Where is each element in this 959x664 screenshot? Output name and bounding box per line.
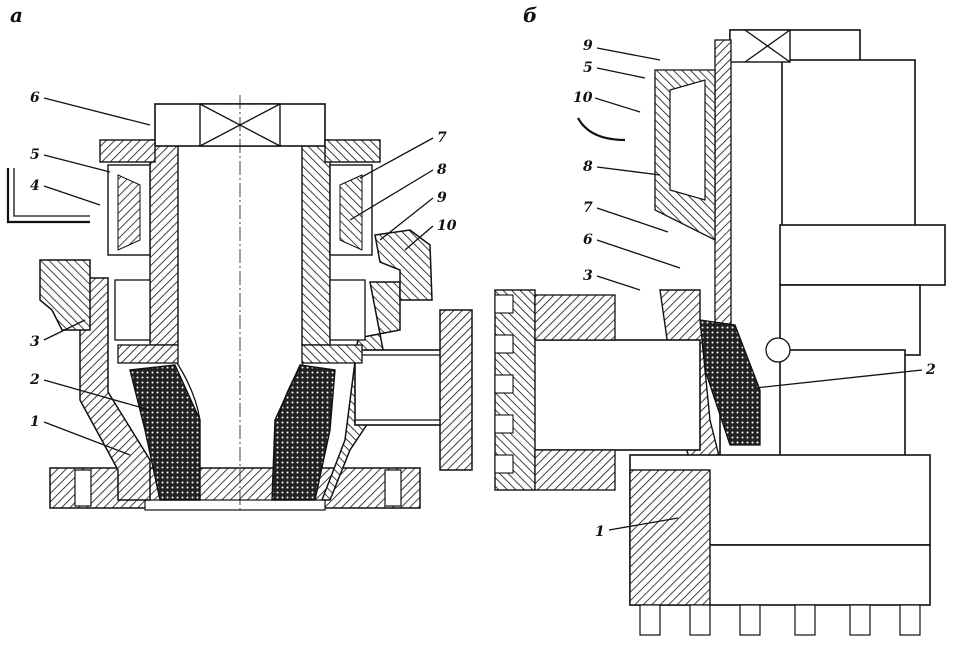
callout-a-7: 7: [359, 130, 447, 179]
callout-a-1: 1: [30, 414, 131, 456]
panel-b: б: [494, 3, 946, 636]
callout-a-2: 2: [29, 372, 151, 411]
callout-b-1: 1: [595, 517, 679, 540]
svg-text:5: 5: [583, 60, 593, 76]
callout-b-8: 8: [583, 159, 661, 176]
panel-a: а: [6, 3, 473, 511]
svg-text:3: 3: [583, 268, 593, 284]
assembly-a-drawing: [6, 95, 473, 511]
svg-text:2: 2: [925, 362, 936, 378]
callout-a-6: 6: [30, 90, 151, 126]
svg-text:6: 6: [583, 232, 593, 248]
svg-text:1: 1: [595, 524, 605, 540]
callout-a-5: 5: [30, 147, 111, 173]
svg-text:8: 8: [583, 159, 593, 175]
callout-b-7: 7: [583, 200, 669, 233]
svg-text:5: 5: [30, 147, 40, 163]
callout-b-10: 10: [573, 90, 641, 113]
panel-a-label: а: [10, 3, 23, 27]
svg-text:7: 7: [583, 200, 593, 216]
svg-text:7: 7: [437, 130, 447, 146]
callout-b-5: 5: [583, 60, 646, 79]
callout-a-4: 4: [30, 178, 101, 206]
svg-text:9: 9: [437, 190, 447, 206]
callout-a-10: 10: [404, 218, 457, 251]
svg-text:9: 9: [583, 38, 593, 54]
svg-text:4: 4: [30, 178, 40, 194]
svg-text:8: 8: [437, 162, 447, 178]
callout-a-8: 8: [349, 162, 447, 221]
callout-a-9: 9: [379, 190, 447, 241]
svg-text:3: 3: [30, 334, 40, 350]
svg-text:10: 10: [437, 218, 457, 234]
callout-b-6: 6: [583, 232, 681, 269]
svg-text:10: 10: [573, 90, 593, 106]
panel-b-label: б: [523, 3, 537, 27]
svg-text:2: 2: [29, 372, 40, 388]
svg-text:6: 6: [30, 90, 40, 106]
callout-b-9: 9: [583, 38, 661, 61]
callout-b-2: 2: [754, 362, 936, 389]
assembly-b-drawing: [494, 29, 946, 636]
svg-text:1: 1: [30, 414, 40, 430]
callout-a-3: 3: [30, 319, 86, 350]
callout-b-3: 3: [583, 268, 641, 291]
